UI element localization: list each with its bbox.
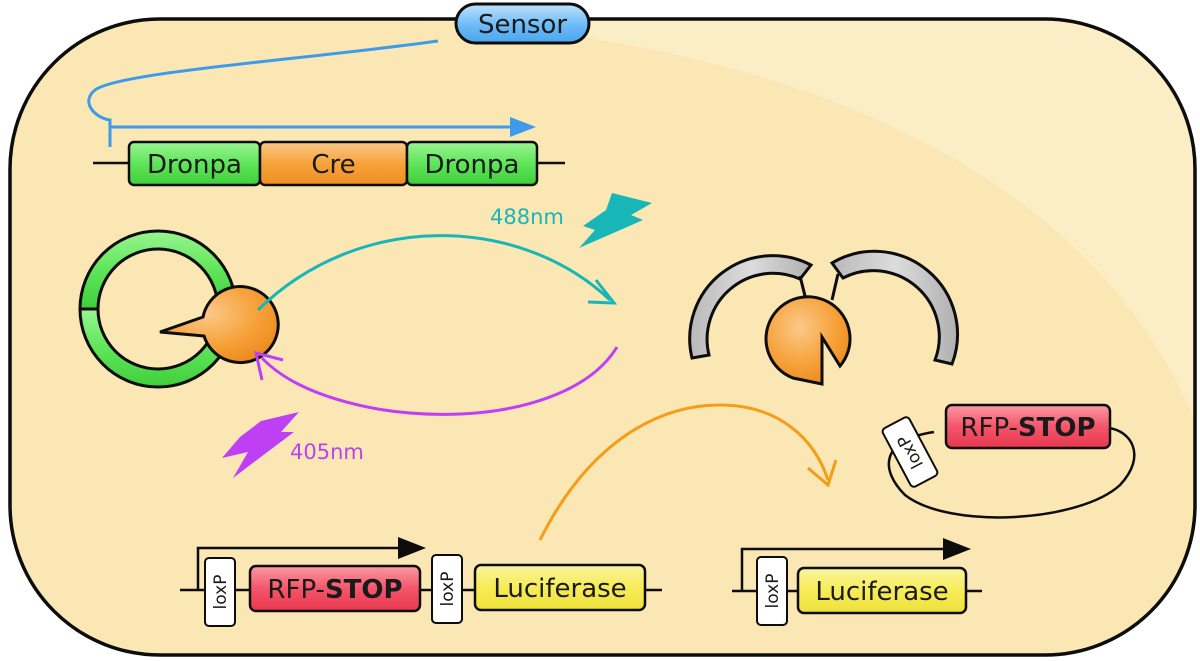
sensor-promoter-arrow xyxy=(87,39,536,147)
cre-label: Cre xyxy=(311,150,355,180)
svg-text:loxP: loxP xyxy=(763,574,783,609)
luciferase-block-recombined xyxy=(796,566,968,615)
activation-arrow-488 xyxy=(256,234,618,312)
cell xyxy=(8,17,1197,657)
luciferase-block xyxy=(473,563,647,612)
rfp-stop-label-excised: RFP-STOP xyxy=(960,413,1095,443)
excised-circular-dna: RFP-STOP loxP xyxy=(881,403,1136,519)
rfp-stop-block-excised xyxy=(944,403,1112,450)
dronpa-block-right xyxy=(405,140,539,187)
svg-text:loxP: loxP xyxy=(438,572,458,607)
cre-enzyme-inactive xyxy=(159,285,280,365)
loxp-tag-1: loxP xyxy=(204,557,236,627)
luciferase-label: Luciferase xyxy=(493,574,626,604)
loxp-tag-2: loxP xyxy=(431,554,463,624)
dronpa-label-right: Dronpa xyxy=(425,150,520,180)
reporter-construct-recombined: loxP Luciferase xyxy=(732,538,982,626)
recombination-arrow xyxy=(538,403,838,541)
luciferase-label-recombined: Luciferase xyxy=(815,577,948,607)
cre-enzyme-active xyxy=(764,295,852,386)
sensor-badge: Sensor xyxy=(454,2,591,45)
deactivation-arrow-405 xyxy=(254,346,619,416)
lightning-405-icon xyxy=(222,412,299,478)
wavelength-405-label: 405nm xyxy=(290,440,364,464)
wavelength-488-label: 488nm xyxy=(490,205,564,229)
reporter-construct-initial: loxP RFP-STOP loxP Luciferase xyxy=(180,537,662,627)
lightning-488-icon xyxy=(579,193,652,248)
rfp-stop-label: RFP-STOP xyxy=(267,575,402,605)
sensor-label: Sensor xyxy=(478,10,567,40)
dronpa-label-left: Dronpa xyxy=(147,150,242,180)
dronpa-split-complex xyxy=(688,249,959,366)
loxp-tag-3: loxP xyxy=(756,556,788,626)
rfp-stop-block xyxy=(248,564,422,613)
fusion-construct: Dronpa Cre Dronpa xyxy=(93,140,565,187)
svg-text:loxP: loxP xyxy=(211,575,231,610)
